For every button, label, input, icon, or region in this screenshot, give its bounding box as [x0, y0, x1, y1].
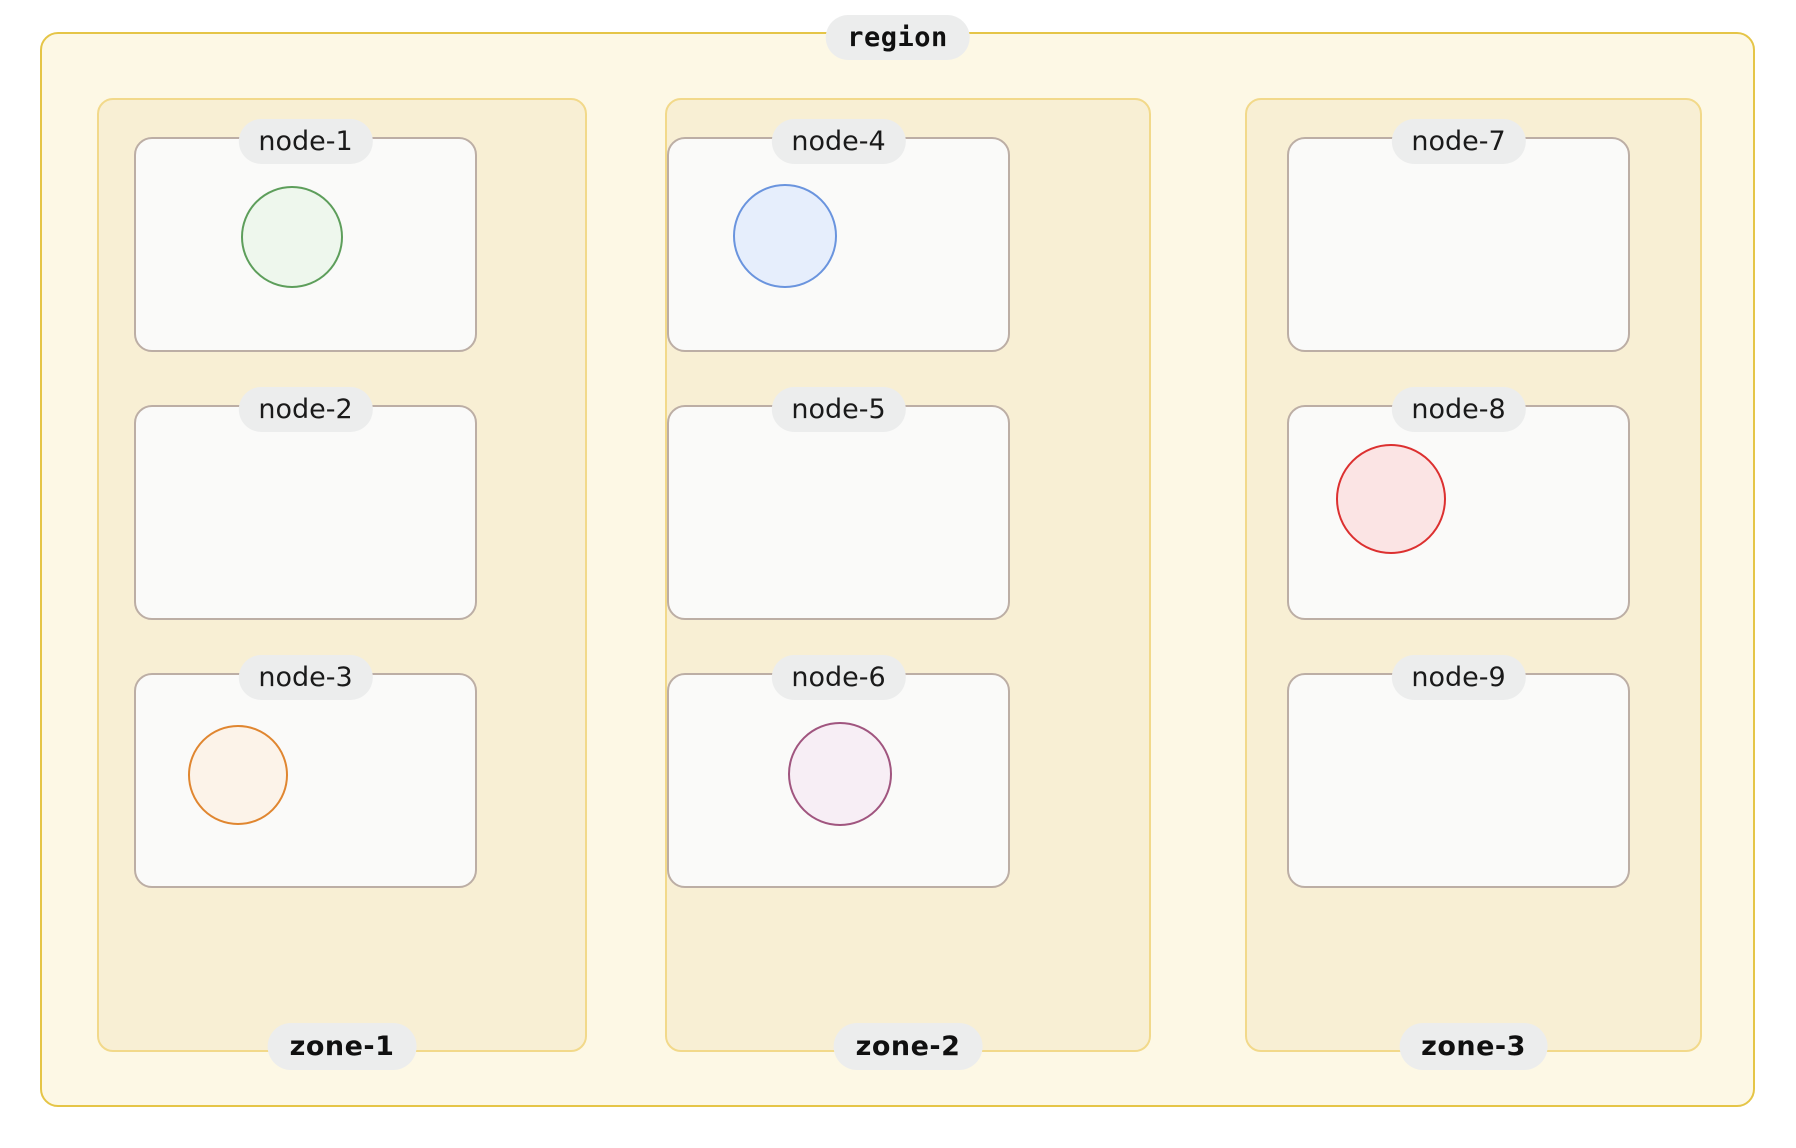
node-container-5[interactable]: node-5 [667, 387, 1010, 620]
node-label-2: node-2 [238, 387, 373, 432]
node-container-8[interactable]: node-8 [1287, 387, 1630, 620]
node-container-6[interactable]: node-6 [667, 655, 1010, 888]
circle-shape-purple-node-6 [788, 722, 892, 826]
region-label: region [825, 15, 970, 60]
zone-label-1: zone-1 [267, 1023, 417, 1070]
zone-container-3[interactable]: node-7 node-8 node-9 zone-3 [1245, 98, 1702, 1070]
node-label-8: node-8 [1391, 387, 1526, 432]
zone-label-2: zone-2 [833, 1023, 983, 1070]
node-label-1: node-1 [238, 119, 373, 164]
circle-shape-blue-node-4 [733, 184, 837, 288]
region-container[interactable]: region node-1 node-2 node-3 zone-1 node-… [40, 15, 1755, 1107]
node-container-7[interactable]: node-7 [1287, 119, 1630, 352]
node-container-9[interactable]: node-9 [1287, 655, 1630, 888]
node-container-3[interactable]: node-3 [134, 655, 477, 888]
zone-container-2[interactable]: node-4 node-5 node-6 zone-2 [665, 98, 1151, 1070]
node-container-1[interactable]: node-1 [134, 119, 477, 352]
zone-label-3: zone-3 [1399, 1023, 1548, 1070]
circle-shape-red-node-8 [1336, 444, 1446, 554]
node-container-4[interactable]: node-4 [667, 119, 1010, 352]
node-label-6: node-6 [771, 655, 906, 700]
node-label-7: node-7 [1391, 119, 1526, 164]
node-label-4: node-4 [771, 119, 906, 164]
node-label-5: node-5 [771, 387, 906, 432]
node-label-9: node-9 [1391, 655, 1526, 700]
node-label-3: node-3 [238, 655, 373, 700]
node-container-2[interactable]: node-2 [134, 387, 477, 620]
circle-shape-green-node-1 [241, 186, 343, 288]
circle-shape-orange-node-3 [188, 725, 288, 825]
zone-container-1[interactable]: node-1 node-2 node-3 zone-1 [97, 98, 587, 1070]
